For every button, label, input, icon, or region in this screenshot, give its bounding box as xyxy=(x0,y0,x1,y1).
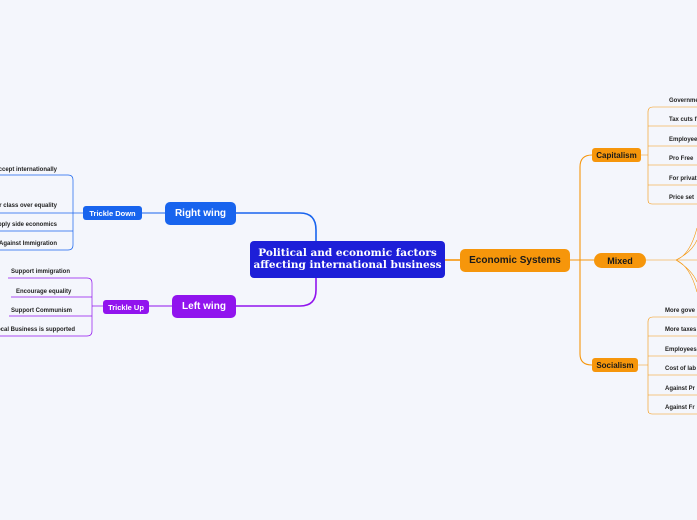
connector-economic-branches xyxy=(570,154,594,366)
capitalism-leaf[interactable]: Tax cuts f xyxy=(669,117,697,123)
socialism-leaf[interactable]: More taxes xyxy=(665,327,697,333)
capitalism-node[interactable]: Capitalism xyxy=(592,148,641,162)
capitalism-leaf[interactable]: Pro Free xyxy=(669,156,694,162)
left-wing-leaf[interactable]: Support Communism xyxy=(11,308,72,314)
right-wing-leaf[interactable]: Against Immigration xyxy=(0,241,57,247)
left-wing-leaf[interactable]: Support immigration xyxy=(11,269,70,275)
capitalism-leaf[interactable]: Price set xyxy=(669,195,695,201)
economic-systems-label: Economic Systems xyxy=(469,255,561,266)
connector-central-right-wing xyxy=(236,212,317,241)
central-topic-line2: affecting international business xyxy=(253,258,442,271)
left-wing-label: Left wing xyxy=(182,301,226,312)
right-wing-label: Right wing xyxy=(174,208,227,219)
capitalism-leaf[interactable]: Government xyxy=(669,98,697,104)
connector-trickle-up-leaves xyxy=(0,277,103,337)
mixed-node[interactable]: Mixed xyxy=(594,253,646,268)
capitalism-leaf[interactable]: For privat xyxy=(669,176,697,182)
connector-capitalism-leaves xyxy=(641,106,697,205)
socialism-leaf[interactable]: More gove xyxy=(665,308,696,314)
socialism-label: Socialism xyxy=(596,360,634,370)
socialism-leaf[interactable]: Employees xyxy=(665,347,697,353)
socialism-leaf[interactable]: Cost of lab xyxy=(665,366,696,372)
capitalism-leaf[interactable]: Employee xyxy=(669,137,697,143)
central-topic[interactable]: Political and economic factors affecting… xyxy=(250,241,445,278)
right-wing-node[interactable]: Right wing xyxy=(165,202,236,225)
trickle-up-node[interactable]: Trickle Up xyxy=(103,300,149,314)
connector-central-left-wing xyxy=(236,278,317,307)
central-topic-line1: Political and economic factors xyxy=(258,247,437,259)
right-wing-leaf[interactable]: Accept internationally xyxy=(0,167,57,173)
connector-mixed-fan xyxy=(646,227,697,293)
economic-systems-node[interactable]: Economic Systems xyxy=(460,249,570,272)
left-wing-node[interactable]: Left wing xyxy=(172,295,236,318)
connector-socialism-leaves xyxy=(638,316,697,415)
trickle-down-node[interactable]: Trickle Down xyxy=(83,206,142,220)
socialism-leaf[interactable]: Against Pr xyxy=(665,386,696,392)
right-wing-leaf[interactable]: Upper class over equality xyxy=(0,203,57,209)
mixed-label: Mixed xyxy=(607,255,633,266)
left-wing-leaf[interactable]: Encourage equality xyxy=(16,289,72,295)
right-wing-leaf[interactable]: Supply side economics xyxy=(0,222,57,228)
trickle-down-label: Trickle Down xyxy=(89,208,136,218)
trickle-up-label: Trickle Up xyxy=(108,302,144,312)
socialism-leaf[interactable]: Against Fr xyxy=(665,405,695,411)
capitalism-label: Capitalism xyxy=(596,150,637,160)
left-wing-leaf[interactable]: Local Business is supported xyxy=(0,327,75,333)
socialism-node[interactable]: Socialism xyxy=(592,358,638,372)
connector-trickle-down-leaves xyxy=(0,174,83,251)
